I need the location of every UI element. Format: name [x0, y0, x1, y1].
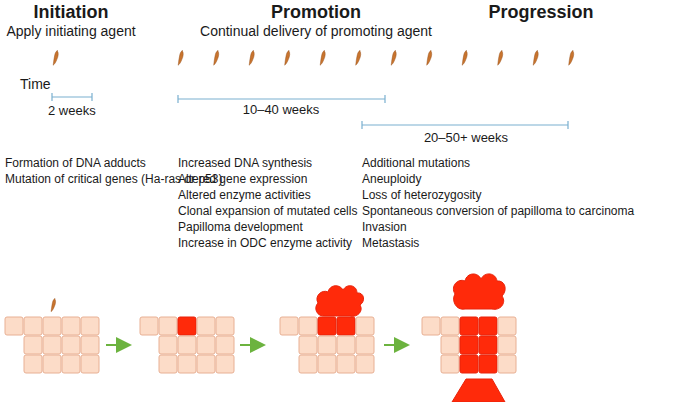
agent-icon	[51, 297, 56, 311]
agent-icon	[498, 49, 503, 65]
cell	[43, 355, 61, 373]
label-text: Loss of heterozygosity	[362, 189, 481, 203]
label-text: Altered gene expression	[178, 173, 307, 187]
cell	[81, 336, 99, 354]
mutated-cell	[318, 317, 336, 335]
cell	[441, 317, 459, 335]
cell	[337, 336, 355, 354]
stage-heading: Progression	[488, 2, 593, 23]
cell	[62, 355, 80, 373]
mutated-cell	[479, 317, 497, 335]
cell	[81, 317, 99, 335]
cell	[197, 336, 215, 354]
mutated-cell	[178, 317, 196, 335]
agent-icon	[391, 49, 396, 65]
cell	[159, 317, 177, 335]
agent-icon	[249, 49, 254, 65]
cell	[318, 355, 336, 373]
mutated-cell	[460, 317, 478, 335]
cell	[299, 355, 317, 373]
cell	[81, 355, 99, 373]
cell	[24, 336, 42, 354]
stage-heading: Promotion	[271, 2, 361, 23]
agent-icon	[320, 49, 325, 65]
label-text: Spontaneous conversion of papilloma to c…	[362, 205, 634, 219]
label-text: 10–40 weeks	[243, 103, 320, 118]
agent-icon	[462, 49, 467, 65]
cell	[356, 336, 374, 354]
label-text: Apply initiating agent	[6, 23, 135, 39]
cell	[318, 336, 336, 354]
label-text: Altered enzyme activities	[178, 189, 311, 203]
step-arrow	[106, 344, 406, 346]
label-text: Formation of DNA adducts	[5, 157, 146, 171]
cell	[441, 355, 459, 373]
label-text: 20–50+ weeks	[424, 131, 508, 146]
cell	[299, 317, 317, 335]
agent-icon	[356, 49, 361, 65]
cell	[159, 355, 177, 373]
label-text: Invasion	[362, 221, 407, 235]
cell	[178, 355, 196, 373]
agent-icon	[214, 49, 219, 65]
label-text: Clonal expansion of mutated cells	[178, 205, 357, 219]
cell	[356, 317, 374, 335]
mutated-cell	[460, 355, 478, 373]
cell	[216, 355, 234, 373]
agent-icon	[569, 49, 574, 65]
cell	[43, 317, 61, 335]
cell	[422, 317, 440, 335]
cell	[62, 317, 80, 335]
cell	[5, 317, 23, 335]
agent-icon	[427, 49, 432, 65]
agent-icon	[533, 49, 538, 65]
cell	[216, 336, 234, 354]
cell	[337, 355, 355, 373]
cell	[498, 336, 516, 354]
mutated-cell	[460, 336, 478, 354]
cell	[62, 336, 80, 354]
cell	[280, 317, 298, 335]
mutated-cell	[479, 336, 497, 354]
mutated-cell	[337, 317, 355, 335]
cell	[178, 336, 196, 354]
timeline	[52, 93, 568, 129]
cell	[24, 317, 42, 335]
cell	[140, 317, 158, 335]
mutated-cell	[479, 355, 497, 373]
label-text: Increased DNA synthesis	[178, 157, 312, 171]
tumor	[316, 274, 505, 402]
cell	[356, 355, 374, 373]
label-text: Aneuploidy	[362, 173, 421, 187]
cell	[498, 317, 516, 335]
cell	[43, 336, 61, 354]
agent-icon	[285, 49, 290, 65]
label-text: Time	[20, 76, 51, 92]
cell	[159, 336, 177, 354]
cell	[299, 336, 317, 354]
cell	[24, 355, 42, 373]
cell	[197, 317, 215, 335]
agent-icon	[53, 49, 58, 65]
agent-icon	[178, 49, 183, 65]
label-text: Continual delivery of promoting agent	[200, 23, 432, 39]
stage-heading: Initiation	[34, 2, 109, 23]
label-text: 2 weeks	[48, 104, 96, 119]
label-text: Metastasis	[362, 237, 419, 251]
cell	[498, 355, 516, 373]
label-text: Additional mutations	[362, 157, 470, 171]
cell	[197, 355, 215, 373]
label-text: Papilloma development	[178, 221, 303, 235]
cell	[441, 336, 459, 354]
cell	[216, 317, 234, 335]
label-text: Increase in ODC enzyme activity	[178, 237, 352, 251]
